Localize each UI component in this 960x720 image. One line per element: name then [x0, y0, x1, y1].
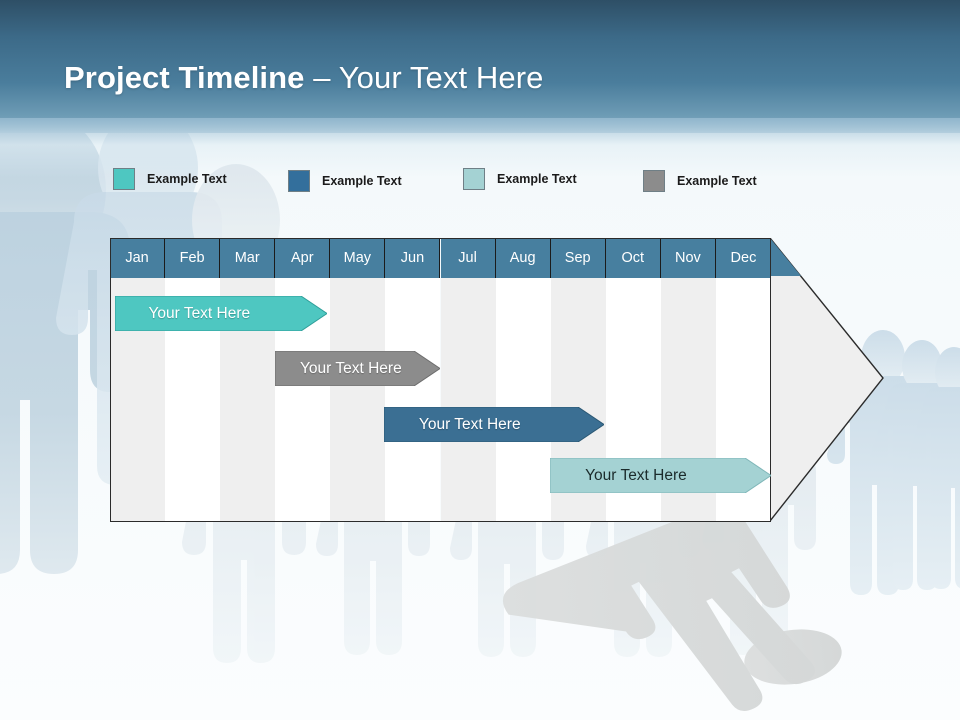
legend-item-1: Example Text [113, 168, 227, 190]
month-header-jul[interactable]: Jul [440, 238, 496, 278]
timeline-column-bands [110, 238, 771, 522]
task-bar-shape-2 [275, 351, 440, 386]
task-bar-shape-4 [550, 458, 771, 493]
task-bar-label-1: Your Text Here [148, 304, 251, 322]
month-header-may[interactable]: May [330, 238, 386, 278]
task-bar-1[interactable]: Your Text Here [115, 296, 327, 331]
timeline-column-jan [110, 238, 166, 522]
task-bar-label-2: Your Text Here [300, 359, 402, 377]
legend-swatch-icon-4 [643, 170, 665, 192]
month-header-aug[interactable]: Aug [495, 238, 551, 278]
month-header-dec[interactable]: Dec [715, 238, 771, 278]
timeline-column-feb [165, 238, 221, 522]
page-title-bold: Project Timeline [64, 60, 305, 95]
page-title-separator: – [304, 60, 339, 95]
task-bar-shape-1 [115, 296, 327, 331]
legend-swatch-icon-2 [288, 170, 310, 192]
legend-label-2: Example Text [322, 174, 402, 188]
timeline-column-jul [440, 238, 496, 522]
month-header-apr[interactable]: Apr [275, 238, 331, 278]
month-header-mar[interactable]: Mar [220, 238, 276, 278]
legend-label-3: Example Text [497, 172, 577, 186]
legend-item-2: Example Text [288, 170, 402, 192]
task-bar-4[interactable]: Your Text Here [550, 458, 771, 493]
timeline-column-aug [495, 238, 551, 522]
page-title: Project Timeline – Your Text Here [64, 60, 543, 96]
month-header-jan[interactable]: Jan [110, 238, 166, 278]
task-bar-3[interactable]: Your Text Here [384, 407, 604, 442]
legend-item-3: Example Text [463, 168, 577, 190]
legend-item-4: Example Text [643, 170, 757, 192]
month-header-sep[interactable]: Sep [550, 238, 606, 278]
task-bar-2[interactable]: Your Text Here [275, 351, 440, 386]
timeline-column-mar [220, 238, 276, 522]
month-header-nov[interactable]: Nov [660, 238, 716, 278]
task-bar-shape-3 [384, 407, 604, 442]
legend-label-4: Example Text [677, 174, 757, 188]
task-bar-label-4: Your Text Here [585, 466, 687, 484]
legend-swatch-icon-1 [113, 168, 135, 190]
timeline-arrow-head [770, 238, 884, 522]
month-header-feb[interactable]: Feb [165, 238, 221, 278]
slide-header-band [0, 0, 960, 133]
month-header-jun[interactable]: Jun [385, 238, 441, 278]
month-header-oct[interactable]: Oct [605, 238, 661, 278]
legend: Example Text Example Text Example Text Exam… [113, 168, 853, 196]
task-bar-label-3: Your Text Here [418, 415, 521, 433]
page-title-light: Your Text Here [338, 60, 544, 95]
legend-swatch-icon-3 [463, 168, 485, 190]
legend-label-1: Example Text [147, 172, 227, 186]
